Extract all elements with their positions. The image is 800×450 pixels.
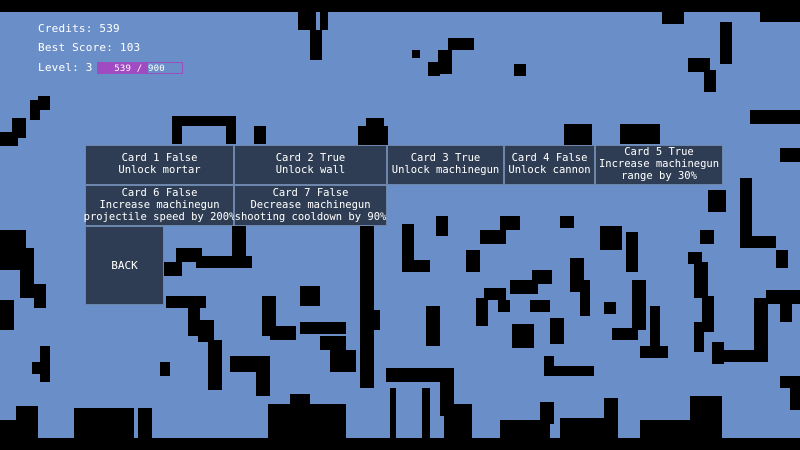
best-score-label: Best Score: 103 [38, 41, 140, 55]
xp-progress-text: 539 / 900 [114, 64, 165, 74]
xp-progress-fill [97, 63, 148, 73]
card-title: Card 5 True [624, 146, 694, 158]
card-4[interactable]: Card 4 False Unlock cannon [504, 145, 595, 185]
card-2[interactable]: Card 2 True Unlock wall [234, 145, 387, 185]
level-text: Level: 3 [38, 61, 93, 74]
card-1[interactable]: Card 1 False Unlock mortar [85, 145, 234, 185]
card-7[interactable]: Card 7 False Decrease machinegun shootin… [234, 185, 387, 226]
card-description: Unlock wall [275, 164, 346, 176]
back-button[interactable]: BACK [85, 226, 164, 305]
level-row: Level: 3 539 / 900 [38, 61, 183, 75]
card-description-line2: range by 30% [621, 170, 697, 182]
card-description-line2: projectile speed by 200% [83, 211, 236, 223]
card-description: Unlock mortar [118, 164, 201, 176]
card-description-line2: shooting cooldown by 90% [234, 211, 387, 223]
card-title: Card 1 False [121, 152, 198, 164]
card-description: Unlock cannon [508, 164, 591, 176]
wall-tiles [0, 12, 800, 438]
card-title: Card 4 False [511, 152, 588, 164]
card-description: Decrease machinegun [250, 199, 371, 211]
credits-text: Credits: 539 [38, 22, 120, 35]
best-score-text: Best Score: 103 [38, 41, 141, 54]
card-title: Card 2 True [275, 152, 346, 164]
card-description: Increase machinegun [598, 158, 720, 170]
card-6[interactable]: Card 6 False Increase machinegun project… [83, 185, 236, 226]
card-3[interactable]: Card 3 True Unlock machinegun [387, 145, 504, 185]
card-description: Unlock machinegun [391, 164, 500, 176]
card-5[interactable]: Card 5 True Increase machinegun range by… [595, 145, 723, 185]
card-title: Card 7 False [272, 187, 349, 199]
xp-progress-bar: 539 / 900 [96, 62, 183, 74]
card-title: Card 3 True [410, 152, 481, 164]
card-description: Increase machinegun [99, 199, 220, 211]
credits-label: Credits: 539 [38, 22, 120, 36]
card-title: Card 6 False [121, 187, 198, 199]
